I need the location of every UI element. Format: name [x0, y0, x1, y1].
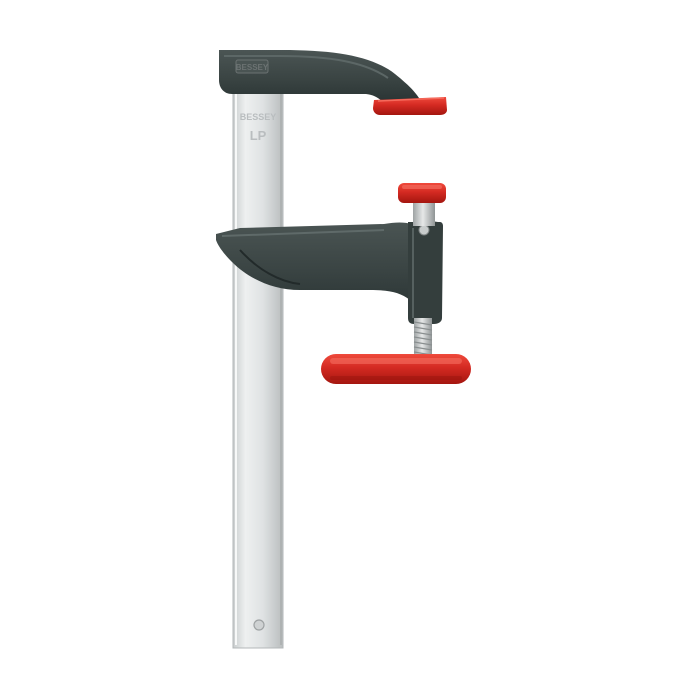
fixed-jaw-head: BESSEY: [219, 50, 424, 108]
fixed-jaw-pad: [373, 97, 447, 115]
rail-model-mark: LP: [250, 128, 267, 143]
threaded-spindle: [413, 318, 433, 360]
head-logo-plate: [235, 59, 269, 74]
top-cap: [398, 183, 446, 226]
housing-pin: [418, 224, 430, 236]
sliding-arm: [216, 220, 440, 322]
screw-housing: [408, 222, 443, 324]
head-logo: BESSEY: [236, 63, 269, 72]
rail-logo: BESSEY: [240, 112, 277, 122]
t-handle: [321, 354, 471, 384]
rail: BESSEY LP: [232, 87, 284, 649]
rail-end-hole: [253, 619, 265, 631]
